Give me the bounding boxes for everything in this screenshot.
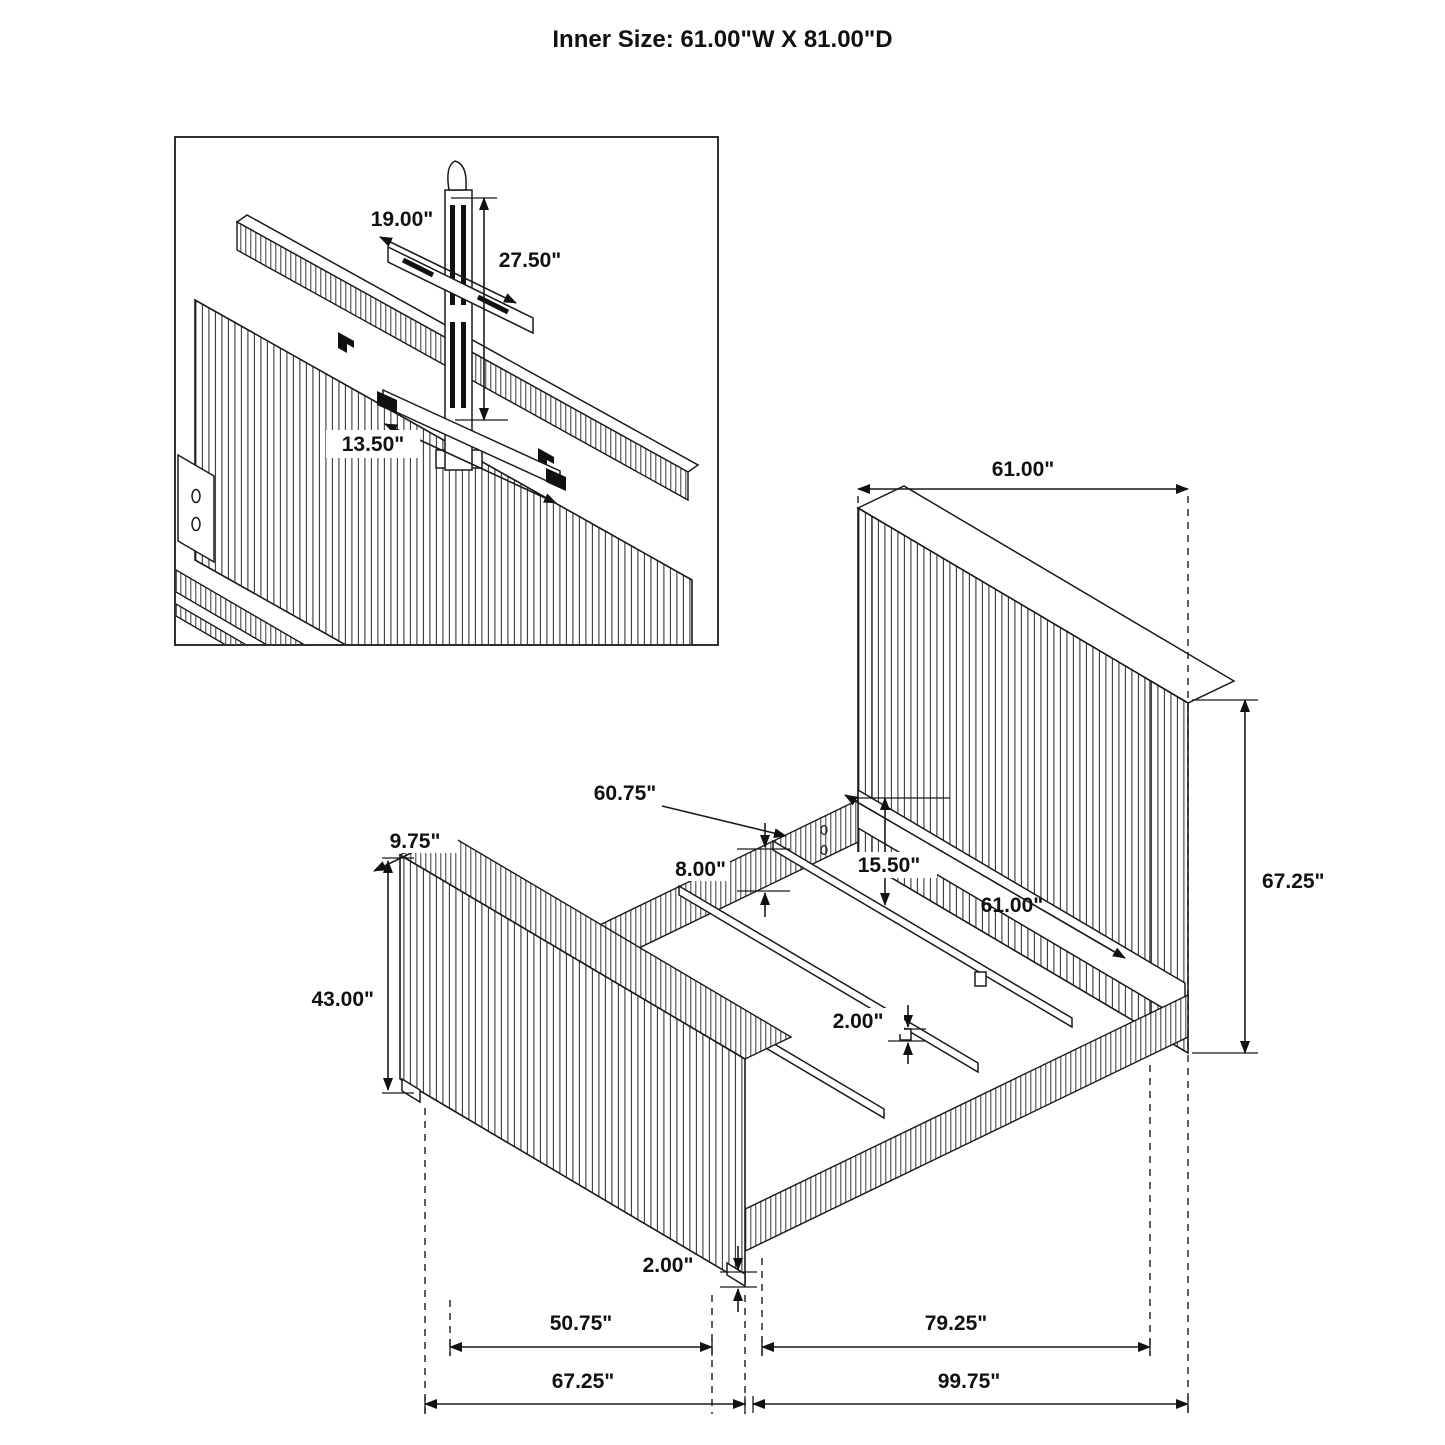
headboard: [856, 485, 1236, 1055]
dim-label-frame-span: 79.25": [925, 1312, 988, 1335]
label-bg: [486, 246, 574, 274]
inset-frame-rail: [176, 569, 305, 644]
inset-side-post: [177, 453, 215, 564]
clamp-bracket: [338, 332, 354, 353]
dim-label-footboard-thickness: 9.75": [390, 830, 441, 853]
label-bg: [326, 430, 420, 458]
dim-arrow-inner-width: [844, 794, 1126, 959]
screw-hole: [820, 844, 828, 856]
support-leg: [974, 971, 987, 987]
dim-label-footboard-span: 50.75": [550, 1312, 613, 1335]
inset-frame-rail: [176, 603, 247, 644]
dim-label-headboard-height: 67.25": [1262, 870, 1325, 893]
dim-label-footboard-outer: 67.25": [552, 1370, 615, 1393]
dim-label-rail-length: 60.75": [594, 782, 657, 805]
post-slot: [461, 322, 466, 408]
inset-detail-content: 19.00" 27.50" 13.50": [176, 160, 700, 644]
leader-rail-length: [661, 805, 787, 839]
screw-hole: [820, 824, 828, 836]
footboard: [398, 832, 793, 1288]
footboard-leg-left: [401, 1077, 421, 1104]
screw-hole: [191, 488, 201, 504]
dim-label-headboard-drop: 15.50": [858, 854, 921, 877]
inset-headboard-panel: [194, 298, 693, 644]
dim-label-center-leg: 2.00": [833, 1010, 884, 1033]
page-title: Inner Size: 61.00"W X 81.00"D: [552, 26, 893, 53]
dim-label-foot-leg: 2.00": [643, 1254, 694, 1277]
post-slot: [450, 322, 455, 408]
dim-arrow-19: [379, 236, 517, 304]
post-hook: [447, 160, 467, 191]
dim-label-rail-height: 8.00": [675, 858, 726, 881]
label-bg: [372, 828, 458, 853]
dim-label-bar-length: 13.50": [342, 433, 405, 456]
label-bg: [650, 856, 730, 881]
dim-label-bracket-height: 27.50": [499, 249, 562, 272]
screw-hole: [191, 516, 201, 532]
dim-label-footboard-height: 43.00": [311, 988, 374, 1011]
bar-end-plate: [377, 391, 397, 414]
dim-label-bracket-width: 19.00": [371, 208, 434, 231]
label-bg: [814, 1008, 904, 1034]
dim-label-inner-width: 61.00": [981, 894, 1044, 917]
inset-detail-border: [174, 136, 719, 646]
dim-label-headboard-width: 61.00": [992, 458, 1055, 481]
dim-label-frame-outer: 99.75": [938, 1370, 1001, 1393]
side-rail-right: [734, 993, 1189, 1258]
